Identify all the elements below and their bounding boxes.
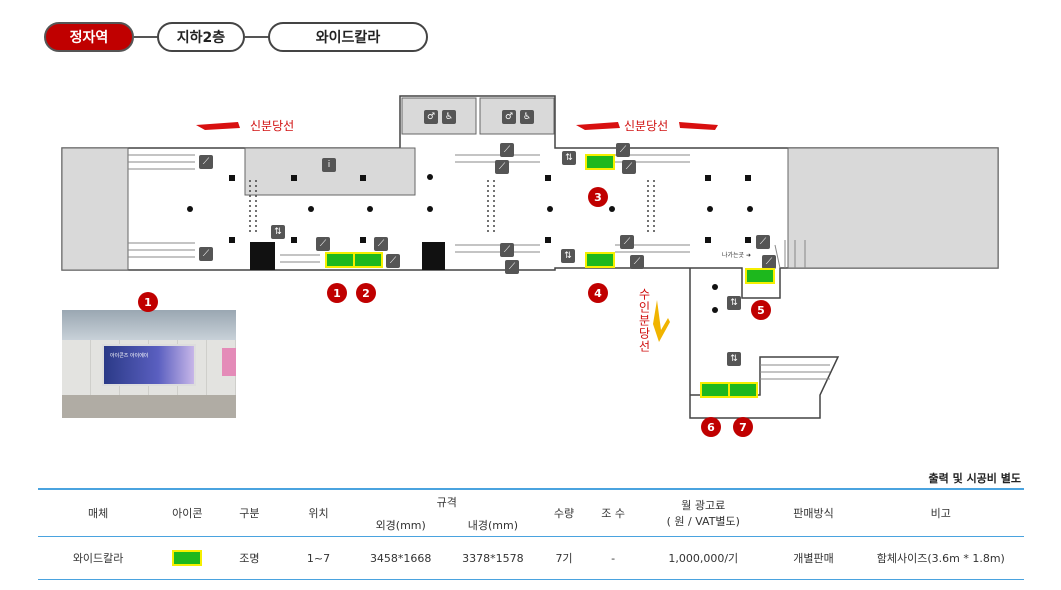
escalator-icon: ⟋	[199, 155, 213, 169]
direction-label-right: 신분당선	[624, 119, 669, 133]
escalator-icon: ⟋	[630, 255, 644, 269]
escalator-icon: ⟋	[386, 254, 400, 268]
elevator-icon: ⇅	[727, 296, 741, 310]
photo-lightbox: 아이콘즈 아이에이	[102, 344, 196, 386]
header-faces: 조 수	[601, 507, 625, 520]
escalator-icon: ⟋	[756, 235, 770, 249]
floor-map: ♂ ♿ ♂ ♿ i ⟋ ⟋ ⇅ ⟋ ⟋ ⟋ ⟋ ⟋ ⟋ ⟋ ⇅ ⇅ ⟋ ⟋ ⟋ …	[61, 95, 999, 437]
info-icon: i	[322, 158, 336, 172]
header-remark: 비고	[930, 507, 951, 520]
cell-media: 와이드칼라	[38, 536, 159, 580]
escalator-icon: ⟋	[374, 237, 388, 251]
cell-inner: 3378*1578	[446, 536, 539, 580]
direction-label-left: 신분당선	[250, 119, 295, 133]
cell-qty: 7기	[538, 536, 590, 580]
photo-ceiling	[62, 310, 236, 340]
escalator-icon: ⟋	[495, 160, 509, 174]
breadcrumb-connector	[245, 36, 269, 38]
photo-floor	[62, 395, 236, 418]
escalator-icon: ⟋	[316, 237, 330, 251]
cost-note: 출력 및 시공비 별도	[928, 472, 1021, 485]
cell-remark: 함체사이즈(3.6m * 1.8m)	[857, 536, 1024, 580]
header-location: 위치	[308, 507, 329, 520]
direction-label-down: 수인분당선	[637, 288, 651, 353]
breadcrumb-media[interactable]: 와이드칼라	[268, 22, 428, 52]
cell-location: 1~7	[282, 536, 355, 580]
elevator-icon: ⇅	[727, 352, 741, 366]
header-icon: 아이콘	[172, 507, 203, 520]
cell-icon	[158, 536, 217, 580]
cell-price: 1,000,000/기	[637, 536, 770, 580]
location-marker-1[interactable]: 1	[327, 283, 347, 303]
header-category: 구분	[239, 507, 260, 520]
escalator-icon: ⟋	[505, 260, 519, 274]
location-marker-3[interactable]: 3	[588, 187, 608, 207]
escalator-icon: ⟋	[500, 243, 514, 257]
escalator-icon: ⟋	[199, 247, 213, 261]
header-qty: 수량	[553, 507, 575, 520]
wheelchair-icon: ♿	[520, 110, 534, 124]
header-inner: 내경(mm)	[467, 519, 518, 532]
location-marker-6[interactable]: 6	[701, 417, 721, 437]
ad-position-5[interactable]	[745, 268, 775, 284]
exit-label: 나가는곳 ➜	[722, 252, 752, 259]
elevator-icon: ⇅	[271, 225, 285, 239]
cell-faces: -	[589, 536, 638, 580]
wheelchair-icon: ♿	[442, 110, 456, 124]
photo-marker[interactable]: 1	[138, 292, 158, 312]
restroom-icon: ♂	[424, 110, 438, 124]
elevator-icon: ⇅	[562, 151, 576, 165]
restroom-icon: ♂	[502, 110, 516, 124]
photo-ad-text: 아이콘즈 아이에이	[110, 353, 149, 359]
breadcrumb-connector	[134, 36, 158, 38]
site-photo[interactable]: 아이콘즈 아이에이	[62, 310, 236, 418]
escalator-icon: ⟋	[500, 143, 514, 157]
escalator-icon: ⟋	[616, 143, 630, 157]
header-price-line2: ( 원 / VAT별도)	[666, 515, 740, 528]
floor-map-drawing	[61, 95, 999, 419]
pricing-table: 매체 아이콘 구분 위치 규격 수량 조 수 월 광고료 ( 원 / VAT별도…	[38, 488, 1024, 580]
location-marker-2[interactable]: 2	[356, 283, 376, 303]
photo-side-panel	[222, 348, 236, 376]
ad-position-2[interactable]	[353, 252, 383, 268]
header-sale: 판매방식	[793, 507, 834, 520]
elevator-icon: ⇅	[561, 249, 575, 263]
cell-sale: 개별판매	[769, 536, 858, 580]
ad-position-7[interactable]	[728, 382, 758, 398]
breadcrumb-floor[interactable]: 지하2층	[157, 22, 245, 52]
header-spec: 규격	[436, 496, 457, 509]
escalator-icon: ⟋	[622, 160, 636, 174]
cell-category: 조명	[216, 536, 283, 580]
location-marker-5[interactable]: 5	[751, 300, 771, 320]
table-row: 와이드칼라 조명 1~7 3458*1668 3378*1578 7기 - 1,…	[38, 536, 1024, 580]
ad-position-6[interactable]	[700, 382, 730, 398]
header-media: 매체	[87, 507, 109, 520]
wide-color-icon	[172, 550, 203, 566]
location-marker-4[interactable]: 4	[588, 283, 608, 303]
header-price-line1: 월 광고료	[681, 499, 726, 512]
header-price: 월 광고료 ( 원 / VAT별도)	[637, 489, 769, 537]
escalator-icon: ⟋	[620, 235, 634, 249]
ad-position-1[interactable]	[325, 252, 355, 268]
header-outer: 외경(mm)	[375, 519, 426, 532]
ad-position-4[interactable]	[585, 252, 615, 268]
cell-outer: 3458*1668	[354, 536, 447, 580]
arrow-right-icon: ➜	[744, 252, 752, 259]
location-marker-7[interactable]: 7	[733, 417, 753, 437]
escalator-icon: ⟋	[762, 255, 776, 269]
breadcrumb-station[interactable]: 정자역	[44, 22, 134, 52]
ad-position-3[interactable]	[585, 154, 615, 170]
